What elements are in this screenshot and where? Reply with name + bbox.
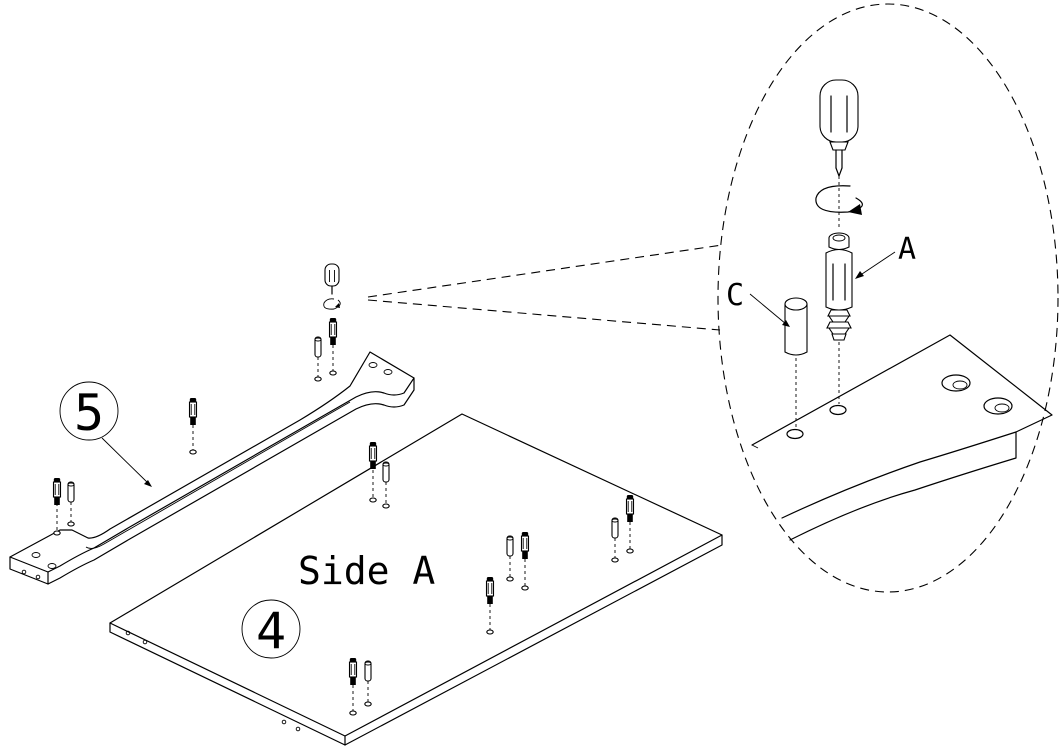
wooden-dowel-icon xyxy=(382,461,390,483)
panel-4-board xyxy=(109,413,723,746)
cam-bolt-icon xyxy=(520,531,530,560)
label-5-leader xyxy=(101,437,152,487)
screwdriver-icon xyxy=(819,79,859,228)
wooden-dowel-icon xyxy=(611,517,619,539)
label-a-leader xyxy=(858,251,896,277)
wooden-dowel-icon xyxy=(364,660,372,682)
wooden-dowel-icon xyxy=(784,297,808,428)
cam-bolt-icon xyxy=(52,477,62,506)
wooden-dowel-icon xyxy=(67,481,75,503)
part-label-a: A xyxy=(898,232,916,267)
cam-bolt-icon xyxy=(348,657,358,686)
cam-bolt-icon xyxy=(368,441,378,470)
part-number-5-badge: 5 xyxy=(59,381,119,442)
panel-5-rail xyxy=(9,351,415,585)
cam-bolt-icon xyxy=(625,494,635,523)
rotation-arrow-icon xyxy=(323,298,341,310)
part-number-4-badge: 4 xyxy=(241,599,301,660)
cam-bolt-icon xyxy=(328,317,338,346)
panel-5-fittings xyxy=(52,317,338,536)
wooden-dowel-icon xyxy=(314,336,322,358)
cam-bolt-icon xyxy=(485,576,495,605)
callout-leader-bottom xyxy=(367,299,721,331)
cam-bolt-icon xyxy=(825,232,853,404)
label-c-leader xyxy=(749,293,787,325)
detail-callout: A C xyxy=(367,3,1059,593)
side-a-label: Side A xyxy=(298,549,435,593)
screwdriver-icon xyxy=(324,263,340,295)
part-number-4: 4 xyxy=(256,602,286,660)
cam-bolt-icon xyxy=(188,397,198,426)
panel-4-fittings xyxy=(348,441,635,716)
part-number-5: 5 xyxy=(74,384,104,442)
wooden-dowel-icon xyxy=(506,535,514,557)
part-label-c: C xyxy=(726,278,744,313)
callout-leader-top xyxy=(367,244,723,298)
rotation-arrow-icon xyxy=(815,185,863,215)
